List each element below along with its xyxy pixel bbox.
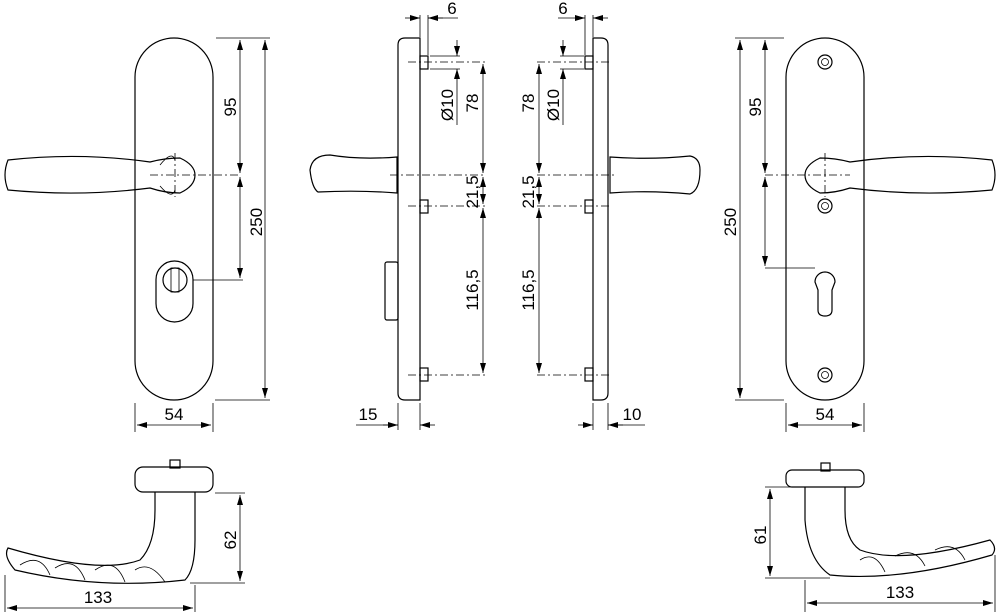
lever-top [5,492,196,584]
dim-diameter-10-left: Ø10 [438,89,457,121]
screw-icon [817,54,833,383]
front-view-right: 95 250 54 [721,37,996,432]
lever-side [609,155,701,195]
keyhole-icon [814,271,836,317]
dim-62: 62 [221,531,240,550]
key-escutcheon [155,260,194,323]
dim-6-right: 6 [558,0,567,18]
rosette [785,469,865,488]
rosette [134,466,214,493]
lever-handle [4,155,196,194]
front-view-left: 95 250 54 [4,37,270,432]
backplate-outline [785,37,865,401]
dim-21-5-right: 21,5 [519,175,538,208]
dim-116-5-left: 116,5 [463,269,482,310]
cylinder-icon [162,267,188,293]
dim-95: 95 [746,98,765,117]
backplate-side [397,37,421,401]
dim-15: 15 [359,405,378,424]
lever-top [804,487,996,578]
dim-133-left: 133 [84,588,112,607]
dim-10: 10 [623,405,642,424]
dim-250: 250 [247,208,266,236]
backplate-outline [134,37,214,401]
handle-top-view-right: 61 133 [751,462,996,612]
side-view-right: 6 Ø10 78 21,5 116,5 10 [519,0,701,430]
side-view-left: 6 Ø10 78 21,5 116,5 15 [309,0,486,430]
dim-116-5-right: 116,5 [519,269,538,310]
dim-61: 61 [751,526,770,545]
lever-handle [804,155,996,194]
dim-6-left: 6 [447,0,456,18]
dim-21-5-left: 21,5 [463,175,482,208]
dim-54: 54 [816,405,835,424]
dim-133-right: 133 [886,583,914,602]
lock-cover [384,261,399,321]
dim-78-left: 78 [463,94,482,113]
dim-diameter-10-right: Ø10 [544,89,563,121]
rosette-detail [159,155,176,195]
dim-54: 54 [165,405,184,424]
dim-95: 95 [221,98,240,117]
backplate-side [592,37,609,401]
dim-250: 250 [721,208,740,236]
dim-78-right: 78 [519,94,538,113]
handle-top-view-left: 62 133 [4,459,245,612]
lever-side [309,154,398,194]
